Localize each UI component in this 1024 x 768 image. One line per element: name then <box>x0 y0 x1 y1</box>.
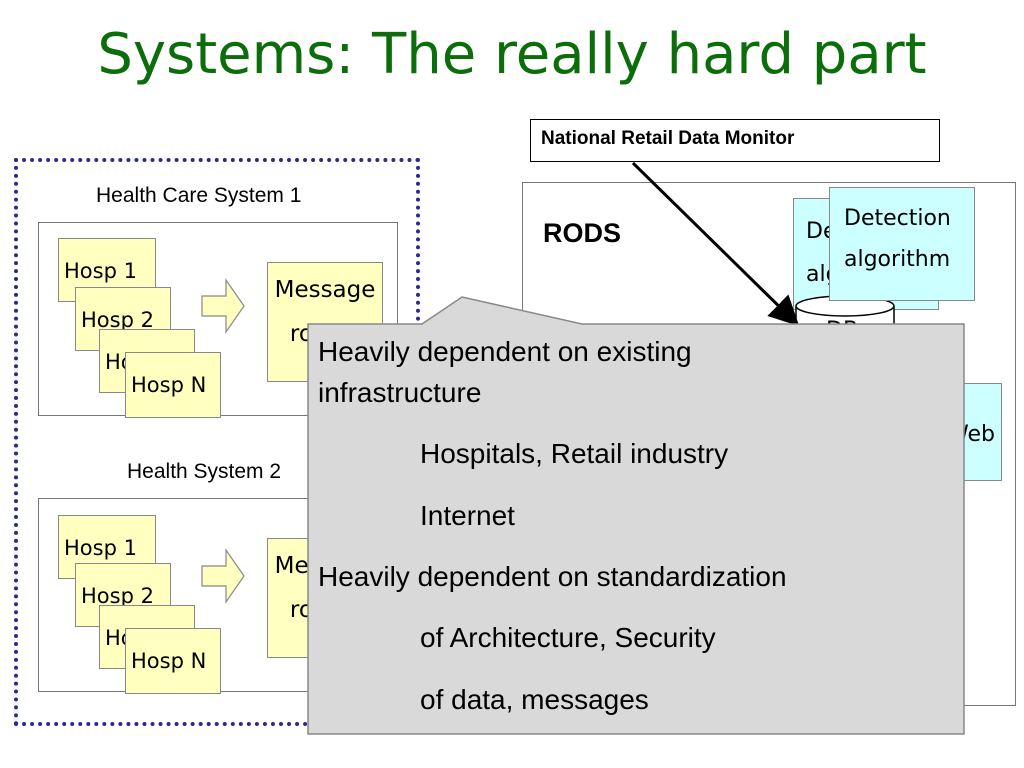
national-retail-data-monitor: National Retail Data Monitor <box>530 119 940 162</box>
slide-title: Systems: The really hard part <box>97 22 927 87</box>
hs2-arrow-icon <box>201 548 245 604</box>
health-system-2-label: Health System 2 <box>127 460 282 483</box>
det-front-line-1: Detection <box>844 206 951 231</box>
hs2-hosp-n: Hosp N <box>125 628 221 694</box>
callout-line-4: Internet <box>420 500 515 531</box>
hs1-hosp-n: Hosp N <box>125 352 221 418</box>
det-front-line-2: algorithm <box>844 247 951 272</box>
callout-line-1: Heavily dependent on existing <box>318 336 692 367</box>
callout-line-7: of data, messages <box>420 684 649 715</box>
hs1-arrow-icon <box>201 278 245 334</box>
callout-line-5: Heavily dependent on standardization <box>318 561 787 592</box>
callout-line-3: Hospitals, Retail industry <box>420 438 729 469</box>
callout-line-6: of Architecture, Security <box>420 622 716 653</box>
rods-label: RODS <box>543 218 622 248</box>
detection-algorithm-front: Detection algorithm <box>829 187 975 301</box>
callout-line-2: infrastructure <box>318 377 482 408</box>
hs1-router-line-1: Message <box>274 277 376 303</box>
health-system-1-label: Health Care System 1 <box>96 184 302 207</box>
